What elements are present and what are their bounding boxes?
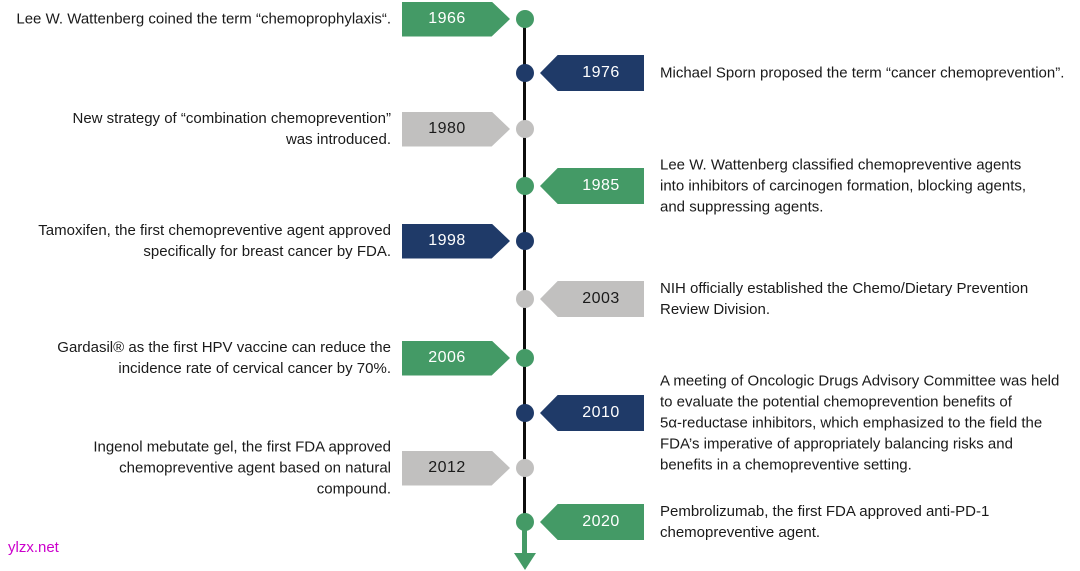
event-year-label: 2020	[582, 513, 620, 530]
event-description: A meeting of Oncologic Drugs Advisory Co…	[660, 372, 1060, 474]
event-year-label: 2012	[428, 459, 466, 476]
event-description: Tamoxifen, the first chemopreventive age…	[38, 222, 391, 260]
event-description: Lee W. Wattenberg coined the term “chemo…	[16, 10, 391, 28]
timeline-dot	[515, 349, 534, 367]
event-year-badge: 1976	[540, 55, 644, 91]
event-year-label: 1985	[582, 177, 620, 194]
timeline-axis-line	[523, 19, 526, 522]
event-year-badge: 2006	[402, 340, 510, 376]
timeline-dot	[515, 64, 534, 82]
timeline-dot	[515, 459, 534, 477]
event-year-label: 2003	[582, 290, 620, 307]
event-year-badge: 2020	[540, 504, 644, 540]
event-year-badge: 2010	[540, 395, 644, 431]
event-year-label: 2006	[428, 349, 466, 366]
event-year-label: 1966	[428, 10, 466, 27]
event-description: Lee W. Wattenberg classified chemopreven…	[660, 156, 1027, 216]
arrow-down-icon	[513, 553, 536, 570]
timeline-dot	[515, 120, 534, 138]
event-year-label: 1980	[428, 120, 466, 137]
timeline-dot	[515, 290, 534, 308]
timeline-dot	[515, 404, 534, 422]
event-description: Pembrolizumab, the first FDA approved an…	[660, 503, 990, 541]
timeline-dot	[515, 232, 534, 250]
timeline-arrow-shaft	[522, 520, 527, 555]
event-description: NIH officially established the Chemo/Die…	[660, 280, 1029, 318]
timeline-dot	[515, 177, 534, 195]
timeline-dot	[515, 513, 534, 531]
event-year-badge: 1980	[402, 111, 510, 147]
event-year-badge: 1985	[540, 168, 644, 204]
event-year-label: 2010	[582, 404, 620, 421]
event-description: Michael Sporn proposed the term “cancer …	[660, 64, 1065, 82]
event-year-badge: 2012	[402, 450, 510, 486]
event-year-label: 1976	[582, 64, 620, 81]
event-year-badge: 1966	[402, 1, 510, 37]
watermark: ylzx.net	[8, 539, 59, 556]
event-description: Gardasil® as the first HPV vaccine can r…	[57, 339, 391, 377]
event-year-label: 1998	[428, 232, 466, 249]
event-description: Ingenol mebutate gel, the first FDA appr…	[93, 438, 391, 498]
event-year-badge: 2003	[540, 281, 644, 317]
event-description: New strategy of “combination chemopreven…	[72, 110, 392, 148]
event-year-badge: 1998	[402, 223, 510, 259]
timeline-dot	[515, 10, 534, 28]
